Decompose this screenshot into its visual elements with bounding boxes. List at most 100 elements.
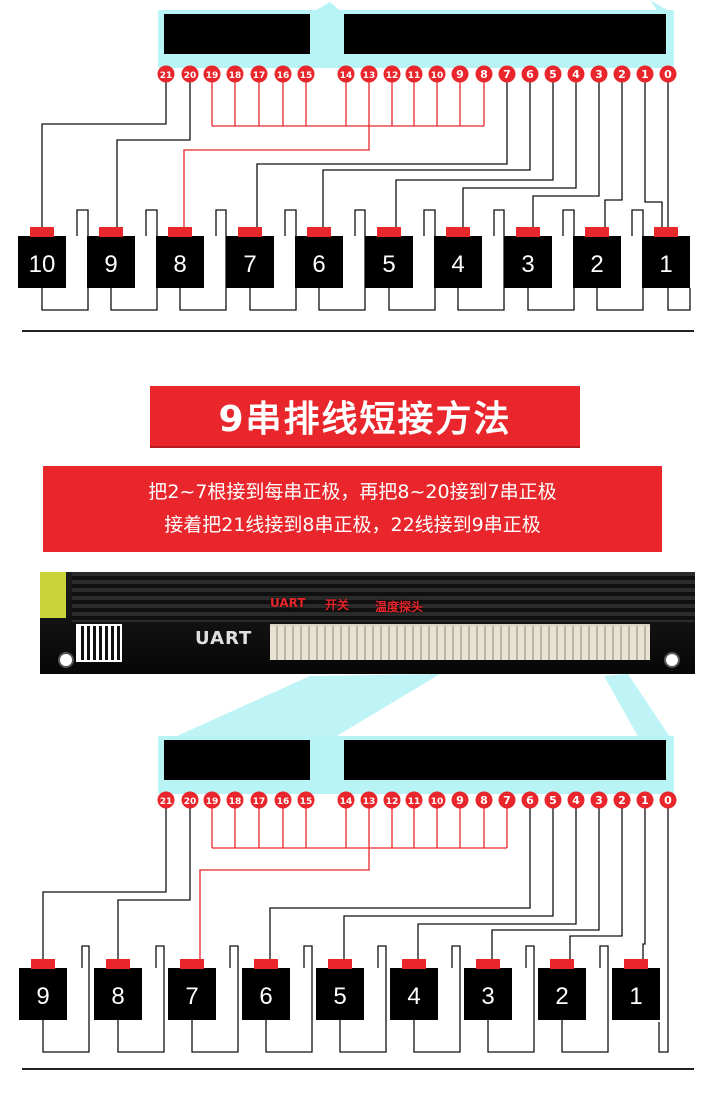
top-cell-2 — [573, 236, 621, 288]
top-pin-dot-2 — [613, 65, 631, 83]
heatsink — [72, 572, 695, 622]
bottom-pin-dot-2 — [613, 791, 631, 809]
bottom-bus-feed — [199, 848, 370, 959]
qr-code-icon — [76, 624, 122, 662]
top-cell-9 — [87, 236, 135, 288]
bottom-pin-label-17: 17 — [253, 797, 266, 807]
bottom-cell-label-8: 8 — [111, 983, 124, 1010]
top-cell-label-5: 5 — [382, 251, 395, 278]
top-pin-label-10: 10 — [431, 71, 444, 81]
bottom-link-5 — [413, 945, 461, 1053]
top-cell-5 — [365, 236, 413, 288]
bottom-cell-terminal-1 — [624, 959, 648, 969]
top-cell-label-9: 9 — [104, 251, 117, 278]
bottom-pin-dot-15 — [297, 791, 315, 809]
bottom-pin-label-5: 5 — [549, 794, 557, 807]
instruction-line-1: 把2~7根接到每串正极，再把8~20接到7串正极 — [148, 481, 557, 503]
bottom-link-4 — [339, 945, 387, 1053]
top-cell-label-6: 6 — [312, 251, 325, 278]
top-wire-4 — [395, 82, 554, 227]
bottom-cell-5 — [316, 968, 364, 1020]
top-cell-8 — [156, 236, 204, 288]
bottom-cell-terminal-3 — [476, 959, 500, 969]
top-cell-terminal-5 — [377, 227, 401, 237]
top-pin-dot-10 — [428, 65, 446, 83]
bottom-pin-dot-14 — [337, 791, 355, 809]
instructions-box: 把2~7根接到每串正极，再把8~20接到7串正极 接着把21线接到8串正极，22… — [43, 466, 662, 552]
bottom-pin-dot-6 — [521, 791, 539, 809]
top-pin-label-8: 8 — [480, 68, 488, 81]
bottom-pin-dot-18 — [226, 791, 244, 809]
top-wire-0 — [41, 82, 167, 227]
pcb-corner — [40, 572, 66, 618]
bottom-connector-right — [344, 740, 666, 780]
top-cell-7 — [226, 236, 274, 288]
top-pin-dot-21 — [157, 65, 175, 83]
top-cell-3 — [504, 236, 552, 288]
top-divider — [22, 330, 694, 332]
bottom-cell-label-5: 5 — [333, 983, 346, 1010]
top-pin-label-4: 4 — [572, 68, 580, 81]
instruction-line-2: 接着把21线接到8串正极，22线接到9串正极 — [164, 514, 541, 536]
top-cell-1 — [642, 236, 690, 288]
bottom-pin-label-13: 13 — [363, 797, 376, 807]
top-wire-3 — [322, 82, 531, 227]
bottom-cell-terminal-7 — [180, 959, 204, 969]
connector-strip — [270, 624, 650, 660]
bottom-pin-label-6: 6 — [526, 794, 534, 807]
bottom-cell-4 — [390, 968, 438, 1020]
bottom-pin-dot-16 — [274, 791, 292, 809]
bottom-wire-6 — [569, 808, 623, 959]
bottom-wire-2 — [269, 808, 531, 959]
top-pin-label-9: 9 — [456, 68, 464, 81]
bottom-pin-dot-0 — [659, 791, 677, 809]
bottom-link-1 — [117, 945, 165, 1053]
projection-left — [168, 674, 440, 740]
bottom-cell-terminal-4 — [402, 959, 426, 969]
top-pin-dot-6 — [521, 65, 539, 83]
bottom-wire-0 — [42, 808, 167, 959]
top-wire-7 — [604, 82, 623, 227]
top-pin-label-11: 11 — [408, 71, 421, 81]
top-pin-dot-20 — [181, 65, 199, 83]
top-pin-label-12: 12 — [386, 71, 399, 81]
top-cell-terminal-10 — [30, 227, 54, 237]
top-cell-6 — [295, 236, 343, 288]
top-cell-terminal-7 — [238, 227, 262, 237]
bottom-pin-label-12: 12 — [386, 797, 399, 807]
page-title: 9串排线短接方法 — [150, 386, 580, 446]
top-pin-dot-19 — [203, 65, 221, 83]
mount-hole-right — [664, 652, 680, 668]
bottom-pin-dot-10 — [428, 791, 446, 809]
projection-right — [604, 674, 672, 740]
bottom-link-0 — [42, 945, 90, 1053]
top-cell-label-2: 2 — [590, 251, 603, 278]
top-wire-8 — [644, 82, 663, 227]
bottom-cell-terminal-5 — [328, 959, 352, 969]
top-cell-terminal-9 — [99, 227, 123, 237]
top-connector-right — [344, 14, 666, 54]
bottom-pin-dot-13 — [360, 791, 378, 809]
bottom-cell-label-1: 1 — [629, 983, 642, 1010]
top-pin-label-2: 2 — [618, 68, 626, 81]
bottom-link-2 — [191, 945, 239, 1053]
bottom-wire-5 — [491, 808, 600, 959]
top-cell-label-4: 4 — [451, 251, 464, 278]
bottom-pin-label-19: 19 — [206, 797, 219, 807]
top-pin-label-5: 5 — [549, 68, 557, 81]
bottom-pin-label-11: 11 — [408, 797, 421, 807]
bottom-pin-label-0: 0 — [664, 794, 672, 807]
top-pin-label-3: 3 — [595, 68, 603, 81]
bottom-cell-8 — [94, 968, 142, 1020]
bottom-wire-3 — [343, 808, 554, 959]
top-pin-dot-1 — [636, 65, 654, 83]
bottom-connector-left — [164, 740, 310, 780]
top-pin-dot-17 — [250, 65, 268, 83]
bottom-pin-label-2: 2 — [618, 794, 626, 807]
bottom-link-7 — [561, 945, 609, 1053]
top-pin-label-14: 14 — [340, 71, 353, 81]
top-cell-10 — [18, 236, 66, 288]
top-cell-terminal-2 — [585, 227, 609, 237]
bottom-pin-dot-1 — [636, 791, 654, 809]
bottom-pin-label-15: 15 — [300, 797, 313, 807]
